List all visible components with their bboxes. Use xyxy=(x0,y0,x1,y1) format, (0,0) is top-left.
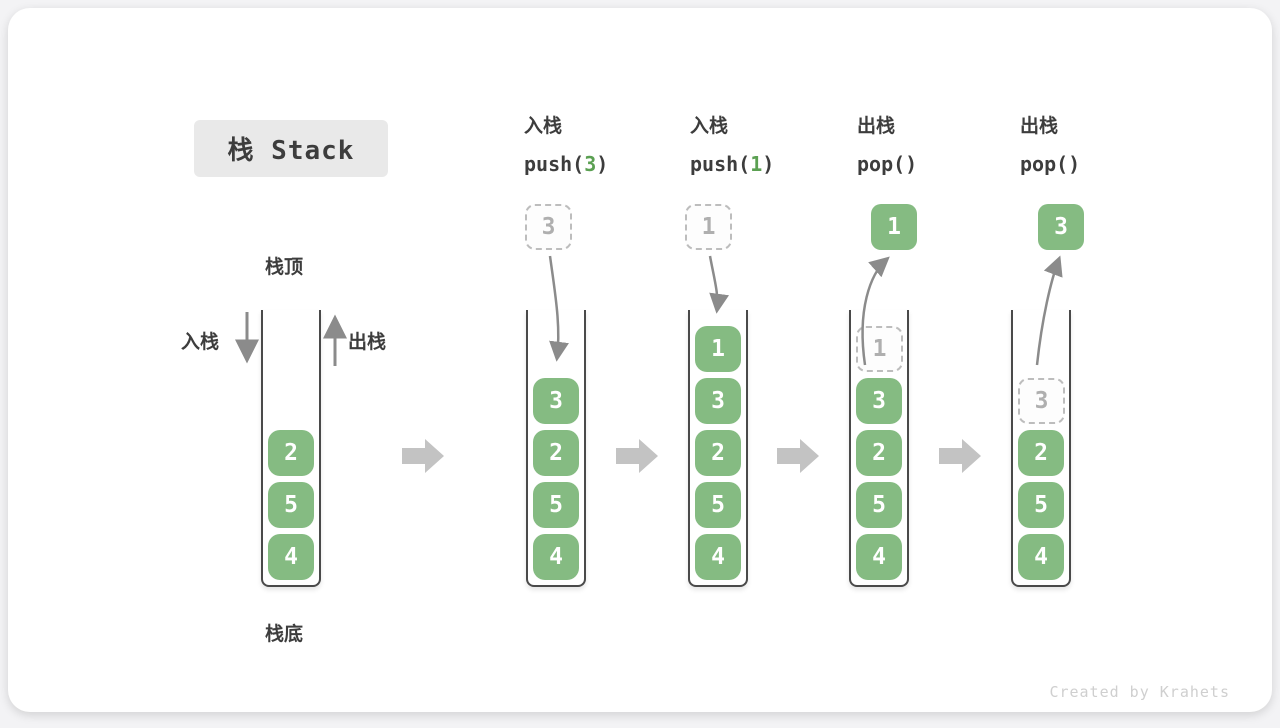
stack-element: 3 xyxy=(533,378,579,424)
op-code-pre: push( xyxy=(690,152,751,176)
op-code-post: ) xyxy=(596,152,609,176)
flow-arrow-icon xyxy=(777,439,819,473)
stack-element: 2 xyxy=(533,430,579,476)
floating-pop-value: 3 xyxy=(1038,204,1084,250)
watermark: Created by Krahets xyxy=(1049,683,1230,701)
flow-arrow-icon xyxy=(616,439,658,473)
floating-push-value: 1 xyxy=(685,204,732,250)
op-label-pop-3: 出栈 xyxy=(1020,116,1059,137)
ghost-element: 1 xyxy=(856,326,903,372)
op-code-arg: 1 xyxy=(750,152,763,176)
arrows-overlay xyxy=(235,255,1063,473)
diagram-card: 栈 Stack 入栈 push(3) 入栈 push(1) 出栈 pop() 出… xyxy=(8,8,1272,712)
op-code-push-3: push(3) xyxy=(524,150,608,178)
op-label-push-1: 入栈 xyxy=(690,116,729,137)
stack-element: 5 xyxy=(695,482,741,528)
stack-element: 1 xyxy=(695,326,741,372)
stack-bottom-label: 栈底 xyxy=(265,624,304,645)
stack-element: 4 xyxy=(533,534,579,580)
op-label-push-3: 入栈 xyxy=(524,116,563,137)
flow-arrow-icon xyxy=(939,439,981,473)
floating-pop-value: 1 xyxy=(871,204,917,250)
op-code-pop-3: pop() xyxy=(1020,150,1080,178)
stack-element: 2 xyxy=(695,430,741,476)
stack-element: 2 xyxy=(856,430,902,476)
stack-element: 5 xyxy=(268,482,314,528)
push-arrow-icon xyxy=(708,255,730,314)
flow-arrow-icon xyxy=(402,439,444,473)
op-code-post: ) xyxy=(905,152,918,176)
stack-element: 4 xyxy=(695,534,741,580)
op-code-arg: 3 xyxy=(584,152,597,176)
stack-element: 5 xyxy=(533,482,579,528)
title-badge: 栈 Stack xyxy=(194,120,388,177)
stack-element: 4 xyxy=(1018,534,1064,580)
stack-element: 2 xyxy=(1018,430,1064,476)
ghost-element: 3 xyxy=(1018,378,1065,424)
op-code-pre: pop( xyxy=(1020,152,1069,176)
op-label-pop-1: 出栈 xyxy=(857,116,896,137)
op-code-push-1: push(1) xyxy=(690,150,774,178)
op-code-pre: push( xyxy=(524,152,585,176)
op-code-post: ) xyxy=(762,152,775,176)
stack-element: 3 xyxy=(695,378,741,424)
stack-element: 5 xyxy=(1018,482,1064,528)
stack-element: 5 xyxy=(856,482,902,528)
stack-top-label: 栈顶 xyxy=(265,257,304,278)
op-code-pop-1: pop() xyxy=(857,150,917,178)
pop-label: 出栈 xyxy=(348,332,387,353)
push-label: 入栈 xyxy=(181,332,220,353)
stack-element: 2 xyxy=(268,430,314,476)
stack-element: 4 xyxy=(268,534,314,580)
stack-element: 4 xyxy=(856,534,902,580)
op-code-pre: pop( xyxy=(857,152,906,176)
op-code-post: ) xyxy=(1068,152,1081,176)
floating-push-value: 3 xyxy=(525,204,572,250)
stack-element: 3 xyxy=(856,378,902,424)
